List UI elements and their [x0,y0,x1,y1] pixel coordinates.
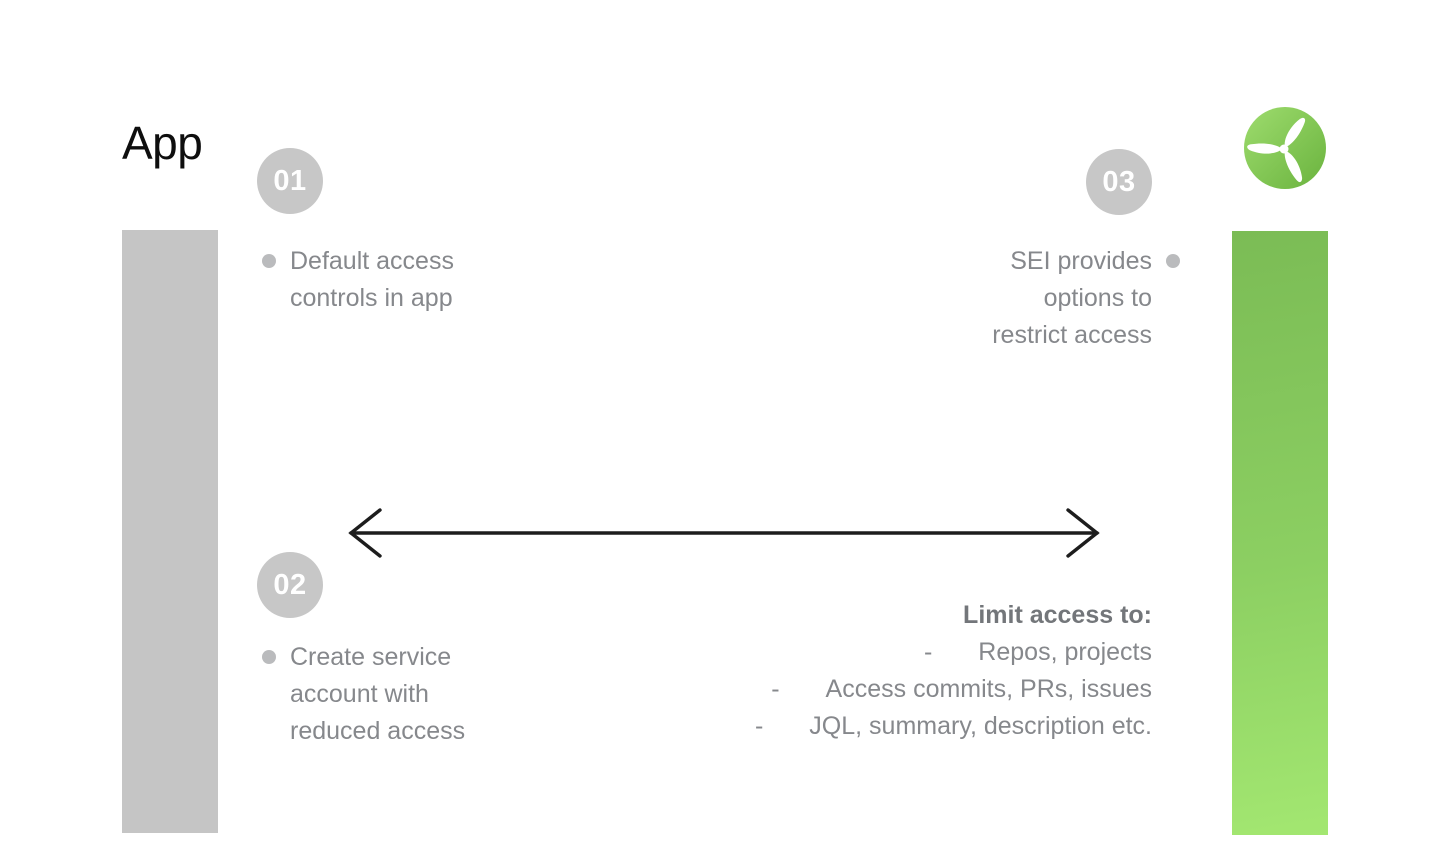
limit-item: - JQL, summary, description etc. [755,708,1152,745]
limit-access-heading: Limit access to: [963,601,1152,629]
step-line: reduced access [290,717,466,745]
step-3-lines: SEI provides options to restrict access [992,243,1152,354]
limit-item: - Access commits, PRs, issues [755,671,1152,708]
limit-access-block: Limit access to: - Repos, projects - Acc… [755,597,1152,745]
step-1-text: Default access controls in app [262,243,454,317]
step-1-lines: Default access controls in app [290,243,454,317]
step-badge-02: 02 [257,552,323,618]
dash-bullet: - [923,638,933,666]
limit-item: - Repos, projects [755,634,1152,671]
step-number: 01 [273,164,307,197]
step-line: Default access [290,247,454,275]
step-badge-03: 03 [1086,149,1152,215]
bullet-dot-icon [262,650,276,664]
double-arrow-icon [348,508,1100,558]
step-2-lines: Create service account with reduced acce… [290,639,465,750]
step-line: restrict access [992,321,1152,349]
step-number: 03 [1102,165,1136,198]
step-badge-01: 01 [257,148,323,214]
limit-item-text: Repos, projects [978,638,1152,666]
limit-item-text: Access commits, PRs, issues [825,675,1152,703]
step-2-text: Create service account with reduced acce… [262,639,465,750]
bullet-dot-icon [1166,254,1180,268]
limit-item-text: JQL, summary, description etc. [809,712,1152,740]
step-line: Create service [290,643,452,671]
bullet-dot-icon [262,254,276,268]
dash-bullet: - [771,675,780,703]
right-green-bar [1232,231,1328,835]
step-number: 02 [273,568,307,601]
step-line: controls in app [290,284,453,312]
step-line: options to [1043,284,1152,312]
step-3-text: SEI provides options to restrict access [992,243,1180,354]
dash-bullet: - [754,712,764,740]
left-gray-bar [122,230,218,833]
turbine-logo-icon [1244,107,1326,189]
step-line: account with [290,680,429,708]
page-title: App [122,117,203,169]
step-line: SEI provides [1010,247,1152,275]
